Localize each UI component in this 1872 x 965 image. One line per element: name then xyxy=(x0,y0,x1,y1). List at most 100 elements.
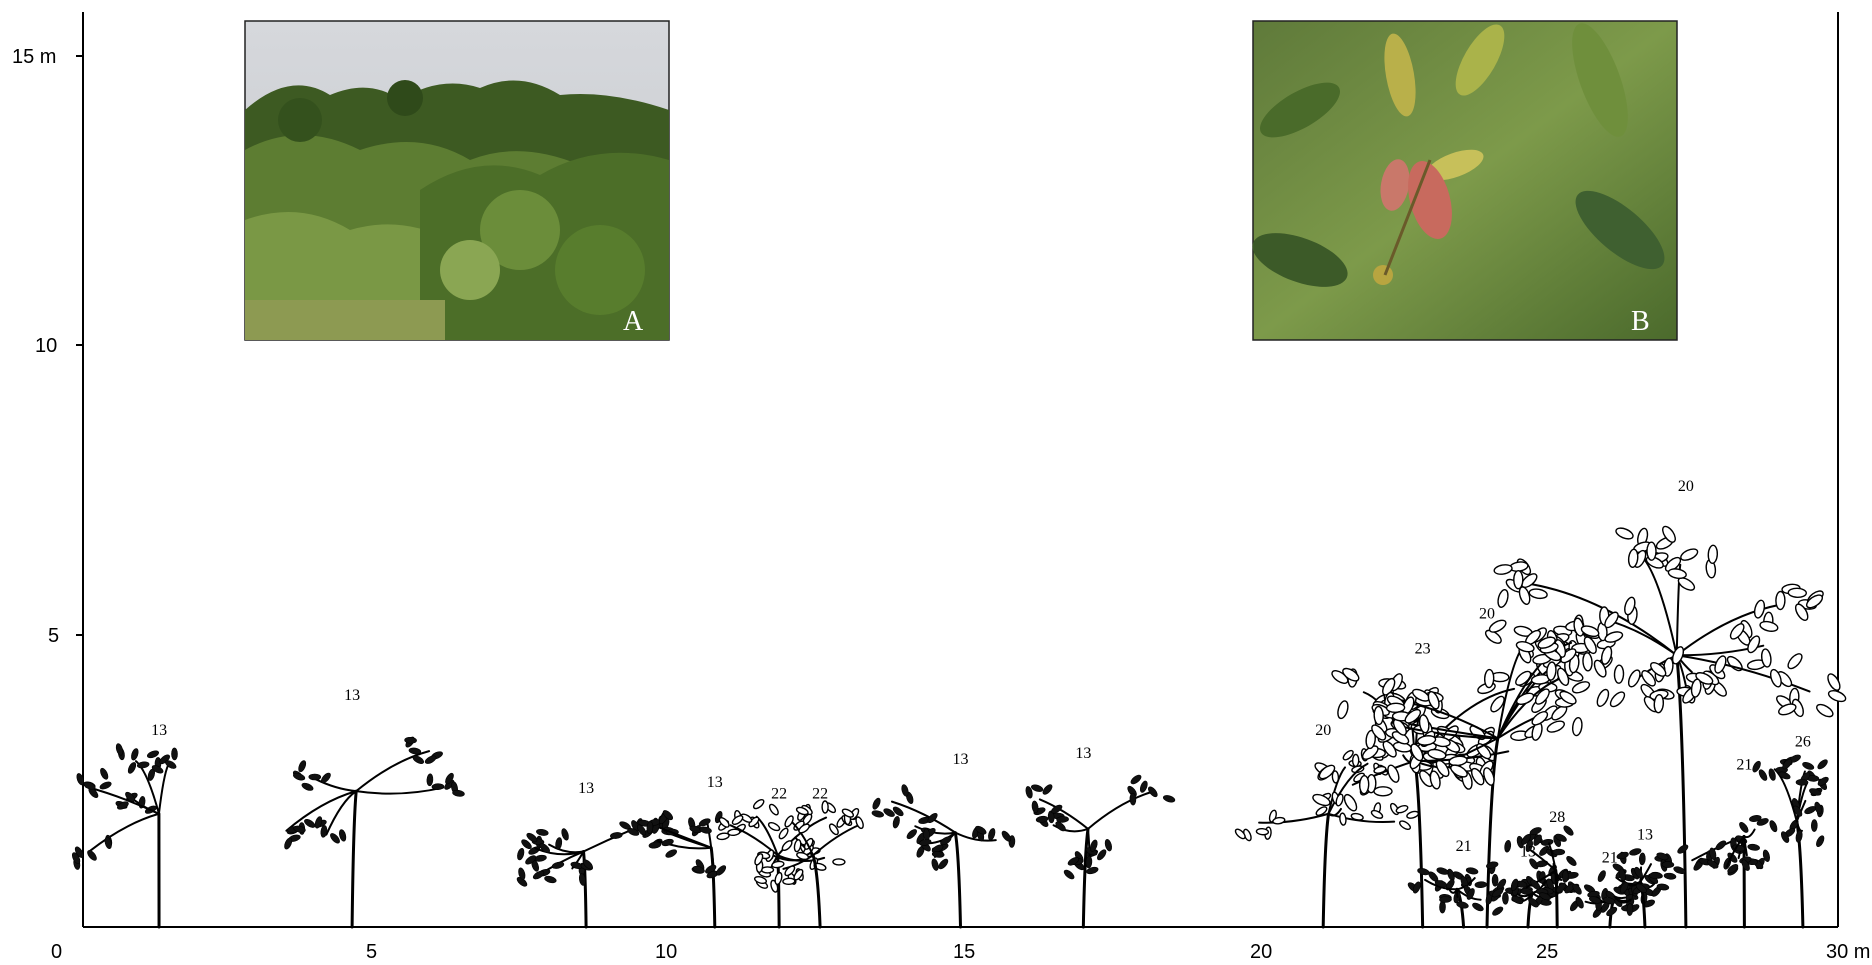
tree-leaf xyxy=(151,765,164,774)
tree-leaf xyxy=(304,818,316,828)
tree-21 xyxy=(1407,861,1505,929)
tree-leaf xyxy=(1439,896,1452,903)
tree-leaf xyxy=(754,853,764,866)
tree-leaf xyxy=(988,828,996,841)
tree-leaf xyxy=(1427,691,1440,710)
x-tick-label: 30 m xyxy=(1826,941,1870,963)
tree-leaf xyxy=(171,747,178,761)
tree-leaf xyxy=(165,760,177,769)
tree-leaf xyxy=(901,784,909,797)
tree-13 xyxy=(284,736,465,929)
tree-leaf xyxy=(784,865,796,877)
tree-leaf xyxy=(821,800,829,814)
tree-leaf xyxy=(1559,690,1577,705)
tree-branch xyxy=(706,822,713,849)
tree-leaf xyxy=(1759,620,1779,632)
tree-leaf xyxy=(412,755,425,764)
tree-leaf xyxy=(1646,541,1657,561)
tree-leaf xyxy=(518,867,526,880)
tree-leaf xyxy=(1488,619,1507,633)
tree-branch xyxy=(548,843,585,854)
tree-leaf xyxy=(1653,694,1665,714)
tree-leaf xyxy=(1502,892,1509,905)
tree-leaf xyxy=(1809,788,1822,796)
tree-branch xyxy=(285,790,358,832)
species-label: 13 xyxy=(344,687,360,704)
tree-layer xyxy=(71,525,1847,929)
species-label: 13 xyxy=(1075,745,1091,762)
tree-leaf xyxy=(1572,883,1582,895)
tree-leaf xyxy=(1661,861,1675,868)
tree-leaf xyxy=(1539,845,1550,856)
tree-leaf xyxy=(1624,596,1636,616)
tree-13 xyxy=(1597,848,1677,929)
tree-leaf xyxy=(1749,815,1762,822)
tree-leaf xyxy=(1373,786,1393,797)
tree-leaf xyxy=(1752,760,1761,773)
tree-leaf xyxy=(782,877,796,886)
tree-leaf xyxy=(452,789,465,797)
species-label: 22 xyxy=(771,786,787,803)
tree-leaf xyxy=(308,773,322,781)
tree-leaf xyxy=(1371,724,1387,741)
tree-13 xyxy=(871,784,1016,929)
tree-leaf xyxy=(1626,903,1634,916)
tree-leaf xyxy=(1515,692,1535,706)
tree-leaf xyxy=(1583,636,1597,655)
tree-leaf xyxy=(1695,672,1714,685)
tree-leaf xyxy=(1787,587,1807,599)
tree-leaf xyxy=(1436,867,1449,875)
tree-leaf xyxy=(1627,548,1639,568)
tree-leaf xyxy=(1350,812,1364,821)
tree-leaf xyxy=(1272,816,1286,825)
tree-leaf xyxy=(1513,570,1524,590)
tree-leaf xyxy=(76,773,85,786)
tree-leaf xyxy=(71,852,81,864)
tree-leaf xyxy=(536,828,549,836)
tree-leaf xyxy=(1690,678,1702,698)
tree-26 xyxy=(1752,754,1829,929)
tree-leaf xyxy=(1673,866,1686,874)
tree-leaf xyxy=(1638,852,1646,866)
tree-leaf xyxy=(784,815,794,828)
tree-leaf xyxy=(872,797,881,810)
tree-20 xyxy=(1365,614,1616,929)
tree-leaf xyxy=(637,824,647,836)
tree-leaf xyxy=(1042,784,1053,795)
tree-leaf xyxy=(1492,906,1504,916)
tree-leaf xyxy=(99,781,112,790)
tree-branch xyxy=(355,786,445,795)
tree-leaf xyxy=(1555,833,1567,842)
species-label: 13 xyxy=(578,780,594,797)
tree-leaf xyxy=(1707,544,1719,564)
tree-leaf xyxy=(1600,645,1613,665)
tree-leaf xyxy=(1470,767,1485,786)
tree-leaf xyxy=(795,806,809,816)
species-label: 13 xyxy=(1637,826,1653,843)
tree-leaf xyxy=(646,821,654,834)
tree-leaf xyxy=(1490,695,1505,713)
tree-leaf xyxy=(87,850,97,861)
tree-leaf xyxy=(115,743,124,756)
tree-branch xyxy=(1087,827,1091,859)
tree-leaf xyxy=(1552,848,1566,856)
tree-leaf xyxy=(525,855,537,865)
species-label: 20 xyxy=(1315,722,1331,739)
tree-leaf xyxy=(1739,821,1749,833)
tree-28 xyxy=(1504,825,1580,929)
tree-leaf xyxy=(582,859,593,870)
tree-trunk xyxy=(350,789,358,929)
tree-13 xyxy=(637,810,727,929)
tree-leaf xyxy=(1656,852,1669,861)
tree-branch xyxy=(88,812,160,852)
tree-leaf xyxy=(906,829,917,840)
tree-leaf xyxy=(1715,840,1727,851)
tree-leaf xyxy=(841,808,855,818)
tree-branch xyxy=(914,825,957,835)
tree-leaf xyxy=(404,736,417,744)
tree-branch xyxy=(782,854,815,870)
tree-leaf xyxy=(561,828,569,841)
tree-leaf xyxy=(1727,864,1739,874)
